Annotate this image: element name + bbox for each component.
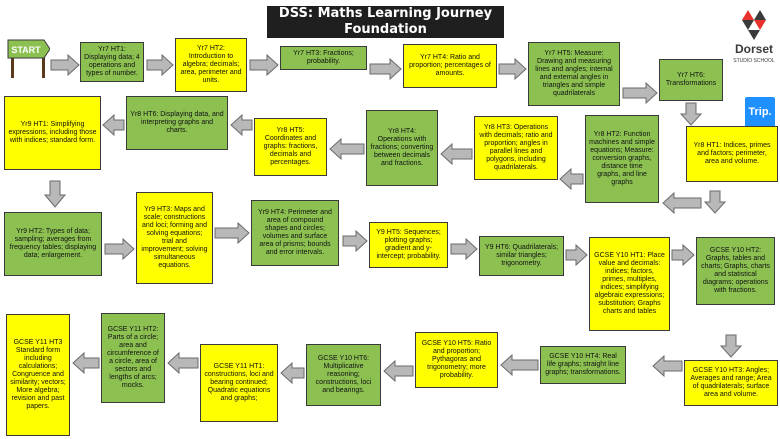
arrow-y10ht3-to-y10ht4: [652, 355, 683, 377]
box-y8-ht6: Yr8 HT6: Displaying data, and interpreti…: [126, 96, 228, 150]
box-y7-ht1: Yr7 HT1: Displaying data; 4 operations a…: [80, 42, 144, 82]
arrow-y9ht6-to-y10ht1: [565, 244, 588, 266]
box-y10-ht3: GCSE Y10 HT3: Angles; Averages and range…: [684, 360, 778, 406]
arrow-y8ht2-to-y8ht3: [559, 168, 584, 190]
box-y7-ht3: Yr7 HT3: Fractions; probability.: [280, 46, 367, 70]
arrow-y11ht1-to-y11ht2: [167, 352, 199, 374]
arrow-y9ht5-to-y9ht6: [450, 238, 478, 260]
box-y9-ht3: Yr9 HT3: Maps and scale; constructions a…: [136, 192, 213, 284]
arrow-y7ht6-to-y8ht1: [680, 102, 702, 126]
logo-subtitle: STUDIO SCHOOL: [733, 58, 775, 64]
box-y10-ht6: GCSE Y10 HT6: Multiplicative reasoning; …: [306, 344, 381, 406]
arrow-y10ht6-to-y11ht1: [280, 362, 305, 384]
box-y10-ht1: GCSE Y10 HT1: Place value and decimals: …: [589, 237, 670, 331]
box-y8-ht2: Yr8 HT2: Function machines and simple eq…: [585, 115, 659, 203]
start-label: START: [11, 45, 41, 55]
arrow-y7ht3-to-y7ht4: [369, 58, 402, 80]
box-y7-ht4: Yr7 HT4: Ratio and proportion; percentag…: [403, 44, 497, 88]
box-y11-ht2: GCSE Y11 HT2: Parts of a circle; area an…: [101, 313, 165, 403]
box-y8-ht1: Yr8 HT1: Indices, primes and factors; pe…: [686, 126, 778, 182]
arrow-y8ht1-to-y8ht2: [662, 192, 702, 214]
arrow-y7ht5-to-y7ht6: [622, 82, 658, 104]
box-y9-ht1: Yr9 HT1: Simplifying expressions, includ…: [4, 96, 101, 170]
arrow-y9ht4-to-y9ht5: [342, 230, 368, 252]
trip-badge: Trip.: [745, 97, 775, 127]
box-y8-ht5: Yr8 HT5: Coordinates and graphs: fractio…: [254, 118, 327, 176]
arrow-y10ht1-to-y10ht2: [671, 244, 695, 266]
box-y7-ht5: Yr7 HT5: Measure: Drawing and measuring …: [528, 42, 620, 106]
box-y8-ht4: Yr8 HT4: Operations with fractions; conv…: [366, 110, 438, 186]
box-y10-ht2: GCSE Y10 HT2: Graphs, tables and charts;…: [696, 237, 775, 305]
arrow-y9ht3-to-y9ht4: [214, 222, 250, 244]
logo-name: Dorset: [735, 42, 773, 56]
box-y7-ht2: Yr7 HT2: Introduction to algebra; decima…: [175, 38, 247, 92]
arrow-y8ht1-down: [704, 190, 726, 214]
box-y9-ht2: Yr9 HT2: Types of data; sampling; averag…: [4, 212, 102, 276]
arrow-y8ht4-to-y8ht5: [329, 138, 365, 160]
arrow-y8ht6-to-y9ht1: [102, 114, 125, 136]
box-y7-ht6: Yr7 HT6: Transformations: [659, 59, 723, 101]
arrow-y7ht4-to-y7ht5: [498, 58, 527, 80]
box-y10-ht5: GCSE Y10 HT5: Ratio and proportion; Pyth…: [415, 332, 498, 388]
school-logo: Dorset STUDIO SCHOOL: [733, 10, 775, 64]
start-sign-icon: START: [7, 39, 50, 78]
box-y11-ht1: GCSE Y11 HT1: constructions, loci and be…: [200, 344, 278, 422]
page-title: DSS: Maths Learning Journey Foundation: [267, 6, 504, 38]
arrow-y8ht3-to-y8ht4: [440, 143, 473, 165]
box-y8-ht3: Yr8 HT3: Operations with decimals; ratio…: [474, 116, 558, 180]
box-y10-ht4: GCSE Y10 HT4: Real life graphs; straight…: [540, 346, 626, 384]
title-line-1: DSS: Maths Learning Journey: [278, 6, 493, 21]
box-y9-ht4: Yr9 HT4: Perimeter and area of compound …: [251, 200, 339, 266]
arrow-y7ht2-to-y7ht3: [249, 54, 279, 76]
arrow-y10ht5-to-y10ht6: [383, 360, 414, 382]
arrow-y11ht2-to-y11ht3: [72, 352, 100, 374]
box-y9-ht6: Y9 HT6: Quadrilaterals; similar triangle…: [479, 236, 564, 276]
arrow-y8ht5-to-y8ht6: [230, 114, 253, 136]
arrow-start-to-y7ht1: [50, 54, 80, 76]
arrow-y9ht2-to-y9ht3: [104, 238, 135, 260]
arrow-y7ht1-to-y7ht2: [146, 54, 174, 76]
box-y9-ht5: Y9 HT5: Sequences; plotting graphs; grad…: [369, 222, 448, 268]
arrow-y10ht2-to-y10ht3: [720, 334, 742, 358]
arrow-y9ht1-to-y9ht2: [44, 180, 66, 208]
title-line-2: Foundation: [344, 22, 427, 37]
arrow-y10ht4-to-y10ht5: [500, 354, 539, 376]
box-y11-ht3: GCSE Y11 HT3 Standard form including cal…: [6, 314, 70, 436]
